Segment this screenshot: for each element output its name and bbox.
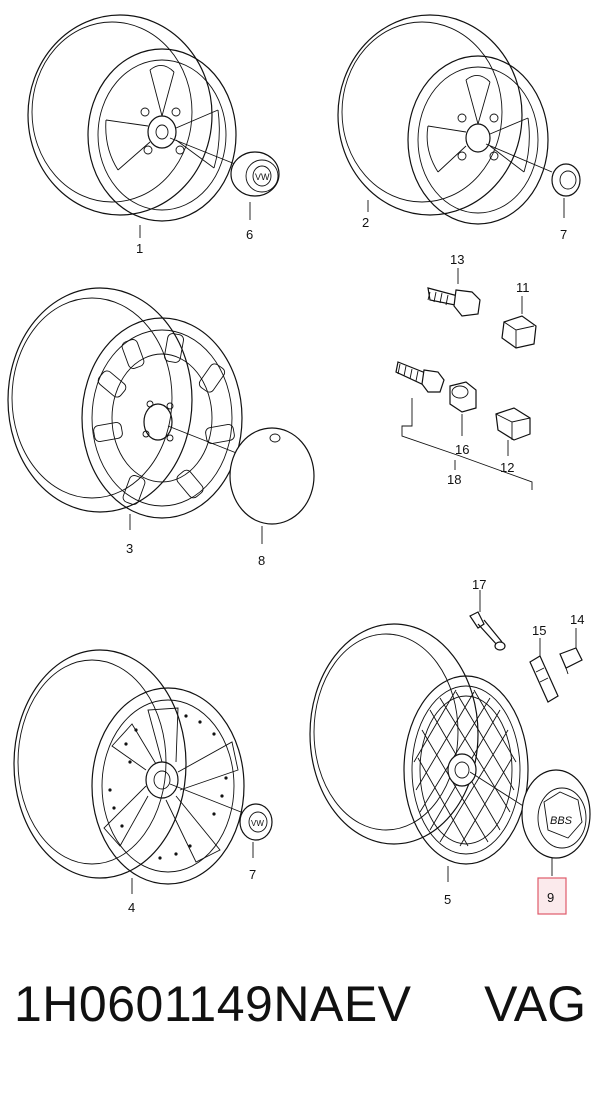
callout-1: 1: [136, 241, 143, 256]
wheel-1[interactable]: [27, 14, 251, 222]
bbs-logo-text: BBS: [550, 815, 573, 827]
brand-label: VAG: [484, 976, 586, 1032]
wheel-4[interactable]: [13, 649, 247, 885]
callout-2: 2: [362, 215, 369, 230]
wheel-3[interactable]: [7, 287, 245, 519]
balance-weight-15[interactable]: [529, 655, 559, 703]
bracket-18: [401, 398, 533, 490]
valve-17[interactable]: [469, 611, 506, 651]
part-number: 1H0601149NAEV: [14, 976, 412, 1032]
callout-15: 15: [532, 623, 546, 638]
highlight-box-9[interactable]: [537, 877, 567, 915]
balance-weight-14[interactable]: [559, 647, 583, 675]
wheel-5[interactable]: [309, 623, 543, 865]
wheel-2[interactable]: [337, 14, 553, 225]
callout-7b: 7: [249, 867, 256, 882]
lock-bolt-set[interactable]: [395, 361, 445, 393]
callout-8: 8: [258, 553, 265, 568]
center-cap-7b[interactable]: VW: [239, 803, 273, 841]
cap-nut-12[interactable]: [495, 407, 531, 441]
callout-12: 12: [500, 460, 514, 475]
wheel-bolt-13[interactable]: [427, 287, 481, 317]
callout-9: 9: [547, 890, 554, 905]
footer: 1H0601149NAEV VAG: [0, 975, 600, 1055]
center-cap-6[interactable]: VW: [230, 151, 280, 197]
callout-4: 4: [128, 900, 135, 915]
callout-5: 5: [444, 892, 451, 907]
callout-11: 11: [516, 280, 530, 295]
bbs-center-cap-9[interactable]: BBS: [521, 769, 591, 859]
svg-text:VW: VW: [251, 819, 264, 828]
callout-6: 6: [246, 227, 253, 242]
callout-16: 16: [455, 442, 469, 457]
callout-13: 13: [450, 252, 464, 267]
callout-18: 18: [447, 472, 461, 487]
callout-3: 3: [126, 541, 133, 556]
callout-17: 17: [472, 577, 486, 592]
svg-text:VW: VW: [255, 172, 270, 182]
lock-nut-16[interactable]: [449, 381, 477, 413]
cap-nut-11[interactable]: [501, 315, 537, 349]
callout-7a: 7: [560, 227, 567, 242]
hubcap-8[interactable]: [229, 427, 315, 525]
callout-14: 14: [570, 612, 584, 627]
center-cap-7a[interactable]: [551, 163, 581, 197]
